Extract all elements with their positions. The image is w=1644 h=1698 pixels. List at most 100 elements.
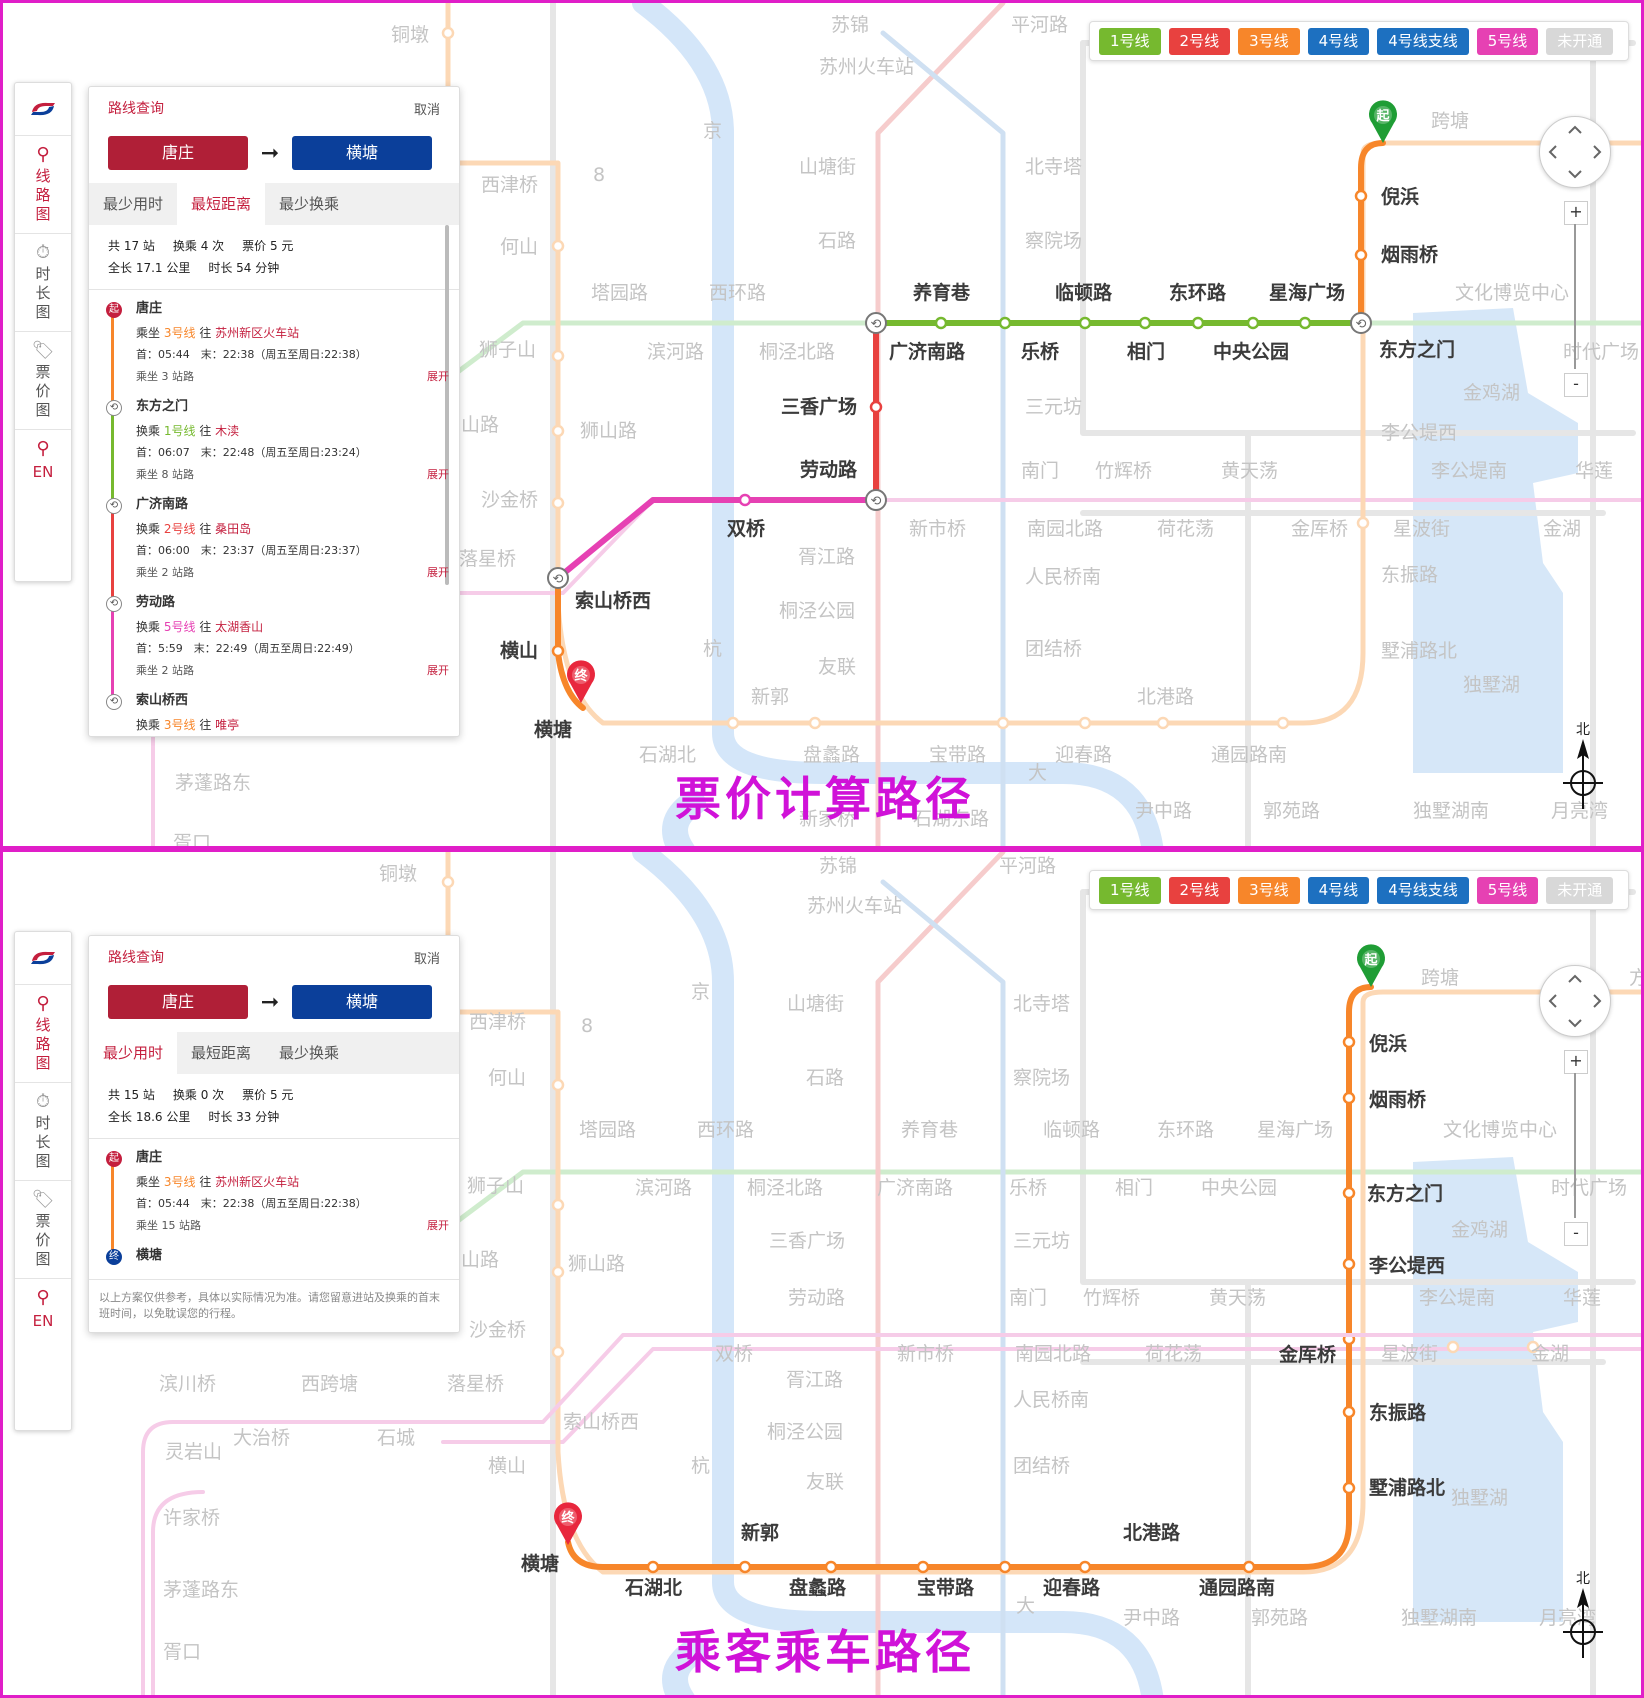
map-station-label: 星波街 — [1381, 1343, 1438, 1365]
legend-line-1[interactable]: 1号线 — [1099, 27, 1161, 55]
station-dot — [1446, 1340, 1460, 1354]
route-summary: 共 17 站换乘 4 次票价 5 元 全长 17.1 公里时长 54 分钟 — [89, 225, 459, 290]
station-dot — [998, 316, 1012, 330]
start-marker-icon — [1357, 944, 1386, 987]
cancel-button[interactable]: 取消 — [413, 951, 440, 967]
origin-station-button[interactable]: 唐庄 — [108, 136, 248, 170]
map-station-label: 文化博览中心 — [1455, 282, 1569, 304]
tab-least-time[interactable]: 最少用时 — [103, 195, 164, 213]
scrollbar[interactable] — [445, 225, 449, 585]
map-station-label: 平河路 — [1011, 14, 1068, 36]
pan-control[interactable] — [1539, 116, 1611, 188]
map-station-label: 石城 — [377, 1427, 415, 1449]
expand-button[interactable]: 展开 — [427, 664, 449, 677]
legend-line-4-branch[interactable]: 4号线支线 — [1377, 27, 1469, 55]
legend-line-4-branch[interactable]: 4号线支线 — [1377, 876, 1469, 904]
map-station-label: 落星桥 — [459, 548, 516, 570]
legend-line-2[interactable]: 2号线 — [1168, 27, 1231, 55]
cancel-button[interactable]: 取消 — [413, 102, 440, 118]
tab-shortest-distance[interactable]: 最短距离 — [191, 1044, 252, 1062]
sidebar-item-fare-map[interactable]: 🏷 票价图 — [15, 332, 71, 430]
map-station-label: 胥江路 — [798, 546, 855, 568]
map-station-label: 团结桥 — [1013, 1455, 1070, 1477]
transfer-station-icon — [865, 312, 887, 334]
zoom-slider[interactable] — [1574, 224, 1576, 369]
legend-unopened[interactable]: 未开通 — [1546, 27, 1614, 55]
map-station-label: 铜墩 — [391, 24, 429, 46]
sidebar-item-time-map[interactable]: ⏱ 时长图 — [15, 1083, 71, 1181]
map-station-label: 烟雨桥 — [1369, 1088, 1427, 1111]
map-station-label: 新郭 — [751, 686, 789, 708]
expand-button[interactable]: 展开 — [427, 468, 449, 481]
legend-line-3[interactable]: 3号线 — [1238, 27, 1300, 55]
map-station-label: 金鸡湖 — [1463, 382, 1520, 404]
legend-line-5[interactable]: 5号线 — [1476, 27, 1539, 55]
station-dot — [551, 1078, 565, 1092]
sidebar-item-route-map[interactable]: ⚲ 线路图 — [15, 985, 71, 1083]
legend-unopened[interactable]: 未开通 — [1546, 876, 1614, 904]
zoom-out-button[interactable]: - — [1564, 1222, 1588, 1246]
expand-button[interactable]: 展开 — [427, 370, 449, 383]
map-station-label: 横塘 — [534, 718, 572, 741]
station-dot — [998, 1560, 1012, 1574]
map-station-label: 养育巷 — [912, 281, 971, 304]
map-station-label: 桐泾北路 — [759, 341, 835, 363]
map-station-label: 苏州火车站 — [819, 56, 914, 78]
legend-line-4[interactable]: 4号线 — [1307, 876, 1370, 904]
zoom-slider[interactable] — [1574, 1073, 1576, 1218]
legend-line-1[interactable]: 1号线 — [1099, 876, 1161, 904]
station-dot — [869, 400, 883, 414]
map-station-label: 李公堤南 — [1431, 460, 1507, 482]
tab-shortest-distance[interactable]: 最短距离 — [177, 183, 266, 225]
map-station-label: 何山 — [488, 1067, 526, 1089]
route-steps: 起 唐庄 乘坐 3号线 往 苏州新区火车站 首：05:44 末：22:38（周五… — [89, 290, 459, 732]
zoom-in-button[interactable]: + — [1564, 1050, 1588, 1074]
pan-control[interactable] — [1539, 965, 1611, 1037]
sidebar-item-route-map[interactable]: ⚲ 线路图 — [15, 136, 71, 234]
map-station-label: 狮子山 — [467, 1175, 524, 1197]
metro-map[interactable]: 倪浜烟雨桥东方之门李公堤西金厍桥东振路墅浦路北新郭北港路横塘石湖北盘蠡路宝带路迎… — [3, 852, 1644, 1698]
map-station-label: 相门 — [1127, 340, 1165, 363]
caption-passenger-route: 乘客乘车路径 — [675, 1625, 975, 1679]
destination-station-button[interactable]: 横塘 — [292, 136, 432, 170]
origin-station-button[interactable]: 唐庄 — [108, 985, 248, 1019]
station-dot — [1356, 516, 1370, 530]
sidebar-item-english[interactable]: ⚲ EN — [32, 1287, 54, 1330]
station-dot — [738, 493, 752, 507]
road-line — [1080, 40, 1636, 436]
destination-station-button[interactable]: 横塘 — [292, 985, 432, 1019]
station-dot — [934, 316, 948, 330]
map-station-label: 盘蠡路 — [789, 1576, 847, 1599]
station-dot — [551, 1345, 565, 1359]
legend-line-2[interactable]: 2号线 — [1168, 876, 1231, 904]
map-station-label: 山路 — [461, 1249, 499, 1271]
station-dot — [1526, 1340, 1540, 1354]
sidebar-item-fare-map[interactable]: 🏷 票价图 — [15, 1181, 71, 1279]
legend-line-3[interactable]: 3号线 — [1238, 876, 1300, 904]
map-station-label: 墅浦路北 — [1369, 1476, 1445, 1499]
map-station-label: 苏锦 — [819, 855, 857, 877]
zoom-out-button[interactable]: - — [1564, 373, 1588, 397]
transfer-station-icon — [547, 567, 569, 589]
legend-line-5[interactable]: 5号线 — [1476, 876, 1539, 904]
map-station-label: 中央公园 — [1213, 340, 1289, 363]
station-dot — [551, 349, 565, 363]
map-station-label: 星波街 — [1393, 518, 1450, 540]
map-station-label: 通园路南 — [1211, 744, 1287, 766]
expand-button[interactable]: 展开 — [427, 1219, 449, 1232]
map-station-label: 东振路 — [1369, 1401, 1427, 1424]
map-station-label: 新郭 — [741, 1521, 779, 1544]
map-station-label: 跨塘 — [1421, 967, 1459, 989]
sidebar-item-time-map[interactable]: ⏱ 时长图 — [15, 234, 71, 332]
tab-least-time[interactable]: 最少用时 — [89, 1032, 178, 1074]
legend-line-4[interactable]: 4号线 — [1307, 27, 1370, 55]
lake-area — [1413, 308, 1578, 773]
sidebar-item-english[interactable]: ⚲ EN — [32, 438, 54, 481]
tab-least-transfer[interactable]: 最少换乘 — [279, 1044, 340, 1062]
start-marker-icon-inner — [1374, 106, 1392, 124]
tab-least-transfer[interactable]: 最少换乘 — [279, 195, 340, 213]
zoom-in-button[interactable]: + — [1564, 201, 1588, 225]
expand-button[interactable]: 展开 — [427, 566, 449, 579]
map-station-label: 星海广场 — [1257, 1119, 1333, 1141]
north-compass-icon: 北 — [1563, 719, 1603, 813]
